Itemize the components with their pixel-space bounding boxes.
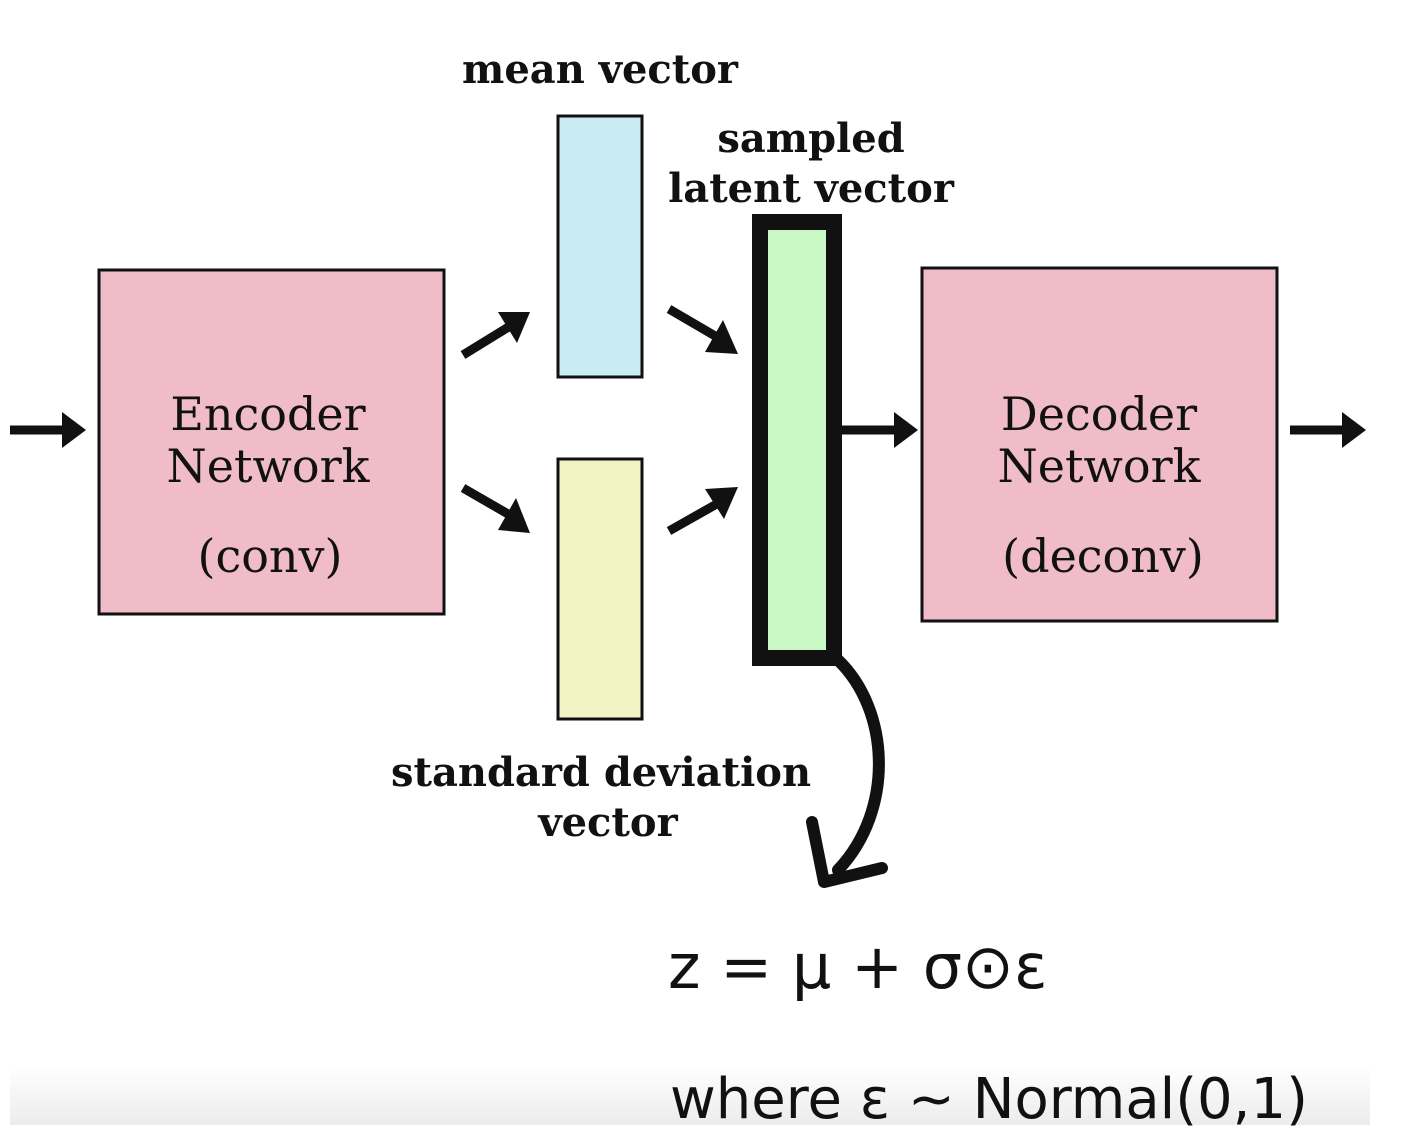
arrow-mean-to-latent [666, 305, 738, 354]
mean-vector-label: mean vector [462, 46, 739, 93]
arrow-latent-to-decoder [842, 412, 918, 448]
input-arrow [10, 412, 86, 448]
decoder-label-line3: (deconv) [1002, 529, 1204, 583]
noise-equation: where ε ~ Normal(0,1) [670, 1067, 1308, 1132]
encoder-label-line2: Network [167, 439, 371, 493]
std-vector-bar [556, 457, 644, 721]
latent-vector-bar [752, 214, 842, 666]
output-arrow [1290, 412, 1366, 448]
latent-vector-label-line1: sampled [717, 115, 904, 162]
encoder-label-line3: (conv) [198, 529, 343, 583]
std-vector-label-line1: standard deviation [391, 749, 811, 796]
arrow-encoder-to-mean [460, 312, 530, 359]
encoder-network-box: Encoder Network (conv) [97, 268, 446, 616]
encoder-rect [97, 268, 446, 616]
std-vector-label-line2: vector [537, 799, 678, 846]
decoder-label-line1: Decoder [1001, 387, 1197, 441]
curved-arrow-to-equation [806, 654, 888, 888]
decoder-network-box: Decoder Network (deconv) [920, 266, 1279, 623]
mean-vector-bar [556, 114, 644, 379]
encoder-label-line1: Encoder [170, 387, 365, 441]
arrow-std-to-latent [666, 487, 738, 535]
sampling-equation: z = μ + σ⊙ε [668, 930, 1047, 1003]
arrow-encoder-to-std [460, 484, 530, 533]
bottom-band [10, 1065, 1370, 1125]
latent-vector-label-line2: latent vector [668, 165, 955, 212]
decoder-label-line2: Network [998, 439, 1202, 493]
decoder-rect [920, 266, 1279, 623]
